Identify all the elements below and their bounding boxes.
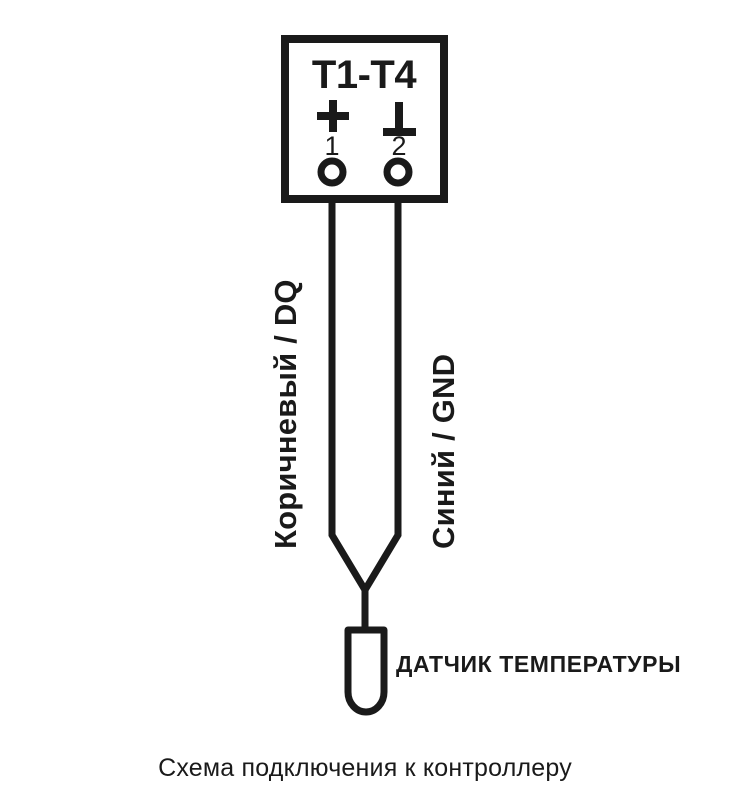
module-body-outline [281,35,448,203]
controller-module [281,35,448,203]
temperature-probe-body [344,626,388,716]
terminal-ring-1 [317,157,347,187]
diagram-caption: Схема подключения к контроллеру [158,754,572,782]
wire-brown-dq-path [328,172,369,592]
pin-number-1: 1 [324,131,339,161]
terminal-group [317,157,413,187]
terminal-ring-2 [383,157,413,187]
wire-label-brown-dq: Коричневый / DQ [268,279,303,549]
plus-icon [317,100,349,132]
module-title: T1-T4 [312,53,417,97]
sensor-label: ДАТЧИК ТЕМПЕРАТУРЫ [396,651,681,677]
wire-group [328,172,402,630]
wire-blue-gnd-path [361,172,402,592]
wire-label-blue-gnd: Синий / GND [426,354,461,549]
ground-icon [383,102,416,136]
pin-number-2: 2 [391,131,406,161]
